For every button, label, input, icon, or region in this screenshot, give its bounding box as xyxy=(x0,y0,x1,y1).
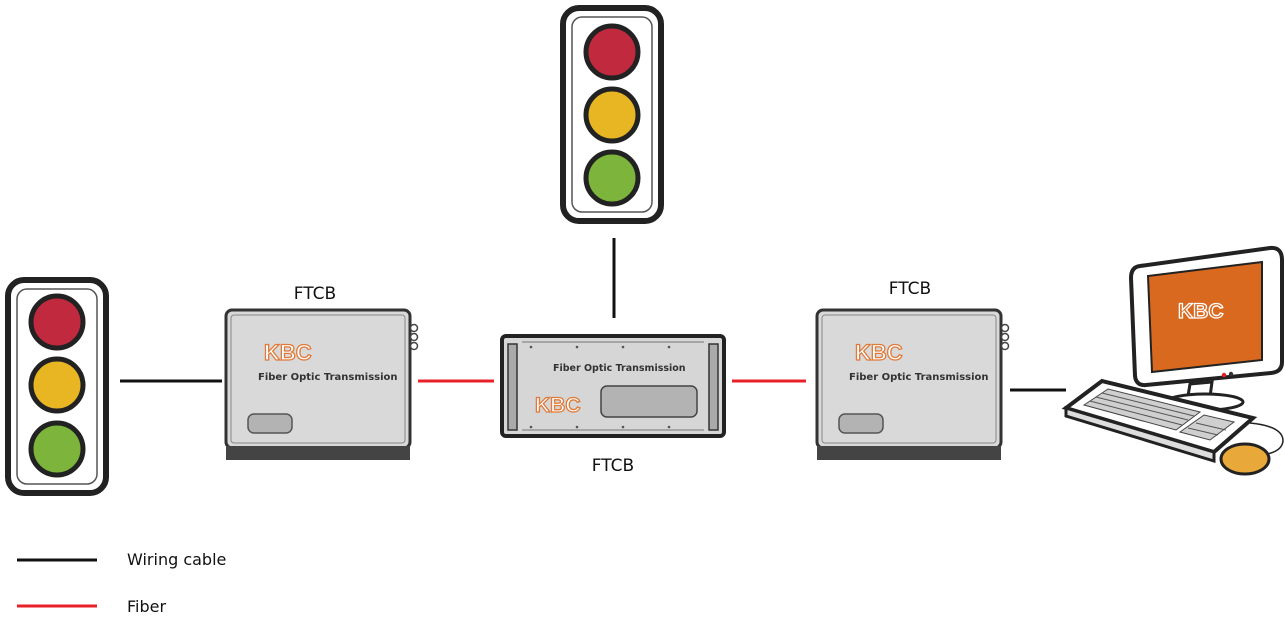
legend: Wiring cable Fiber xyxy=(17,550,226,616)
green-lamp xyxy=(28,420,86,478)
right-box-caption: Fiber Optic Transmission xyxy=(849,372,989,383)
left-box-panel xyxy=(247,413,293,434)
computer: KBC xyxy=(1061,245,1284,476)
left-box-label: FTCB xyxy=(294,284,336,304)
center-box-brand: KBC xyxy=(535,394,581,417)
center-box-label: FTCB xyxy=(592,456,634,476)
legend-wire-label: Wiring cable xyxy=(127,550,226,569)
red-lamp xyxy=(583,23,641,81)
screen-brand: KBC xyxy=(1178,300,1224,323)
green-lamp xyxy=(583,149,641,207)
red-lamp xyxy=(28,293,86,351)
center-ftcb-box: Fiber Optic Transmission KBC FTCB xyxy=(500,334,726,476)
right-box-brand: KBC xyxy=(855,340,903,365)
top-traffic-light xyxy=(560,5,664,224)
mouse xyxy=(1219,442,1271,476)
center-box-caption: Fiber Optic Transmission xyxy=(553,363,686,374)
legend-fiber-label: Fiber xyxy=(127,597,166,616)
right-box-label: FTCB xyxy=(889,279,931,299)
yellow-lamp xyxy=(28,356,86,414)
left-traffic-light xyxy=(5,277,109,496)
monitor-screen xyxy=(1146,260,1263,374)
left-box-brand: KBC xyxy=(264,340,312,365)
yellow-lamp xyxy=(583,86,641,144)
center-box-panel xyxy=(600,385,698,418)
right-box-panel xyxy=(838,413,884,434)
left-ftcb-box: FTCB KBC Fiber Optic Transmission xyxy=(224,284,419,460)
left-box-caption: Fiber Optic Transmission xyxy=(258,372,398,383)
right-ftcb-box: FTCB KBC Fiber Optic Transmission xyxy=(815,279,1010,460)
